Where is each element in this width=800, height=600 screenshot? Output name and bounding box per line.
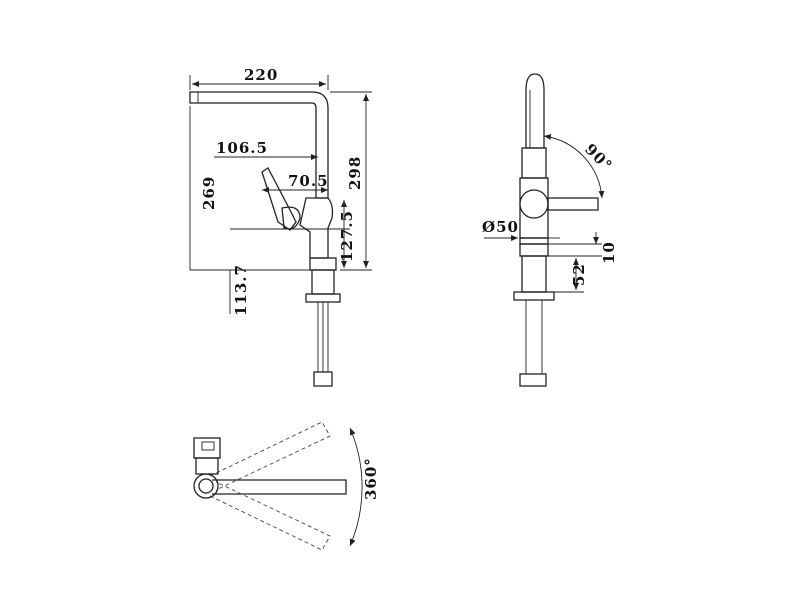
side-shank bbox=[521, 255, 547, 293]
top-spout-current bbox=[212, 479, 347, 495]
side-hose-fitting bbox=[519, 373, 547, 387]
handle-knob bbox=[281, 206, 301, 230]
dim-width-top: 220 bbox=[244, 66, 278, 84]
top-spout-swivel-up bbox=[209, 421, 331, 491]
dim-handle-center: 70.5 bbox=[288, 172, 329, 190]
side-spout bbox=[525, 73, 545, 149]
dim-base-diameter: Ø50 bbox=[482, 218, 519, 236]
hose-fitting bbox=[313, 371, 333, 387]
side-base bbox=[519, 243, 549, 257]
dim-swivel-angle: 360° bbox=[362, 457, 380, 500]
side-mount-nut bbox=[513, 291, 555, 301]
top-view: 360° bbox=[193, 421, 380, 551]
top-base-outer bbox=[193, 473, 219, 499]
top-handle-slot bbox=[201, 441, 215, 451]
dim-below-deck: 113.7 bbox=[232, 264, 250, 316]
side-handle bbox=[547, 197, 599, 211]
top-handle-block bbox=[193, 437, 221, 459]
side-handle-hub bbox=[519, 189, 549, 219]
dim-handle-offset: 106.5 bbox=[216, 139, 268, 157]
dim-shank-height: 52 bbox=[570, 263, 588, 286]
top-neck bbox=[195, 457, 219, 475]
dim-body-height: 127.5 bbox=[338, 210, 356, 262]
tap-body bbox=[299, 197, 334, 259]
top-spout-swivel-down bbox=[209, 481, 331, 551]
front-view: 220 298 269 127.5 106.5 70.5 113.7 bbox=[189, 66, 372, 387]
base-collar bbox=[311, 269, 335, 295]
dim-handle-angle: 90° bbox=[581, 140, 616, 175]
side-body-upper bbox=[521, 147, 547, 179]
side-view: 90° Ø50 10 52 bbox=[482, 73, 618, 387]
dim-height-outlet: 269 bbox=[200, 176, 218, 210]
base-ring bbox=[309, 257, 337, 271]
angle-arc-90 bbox=[543, 134, 605, 199]
tap-handle bbox=[261, 167, 297, 231]
dim-base-ring: 10 bbox=[600, 241, 618, 264]
mount-nut bbox=[305, 293, 341, 303]
side-base-ring bbox=[519, 237, 549, 245]
swivel-arc bbox=[349, 427, 363, 547]
top-base-inner bbox=[198, 478, 214, 494]
dim-overall-height: 298 bbox=[346, 156, 364, 190]
